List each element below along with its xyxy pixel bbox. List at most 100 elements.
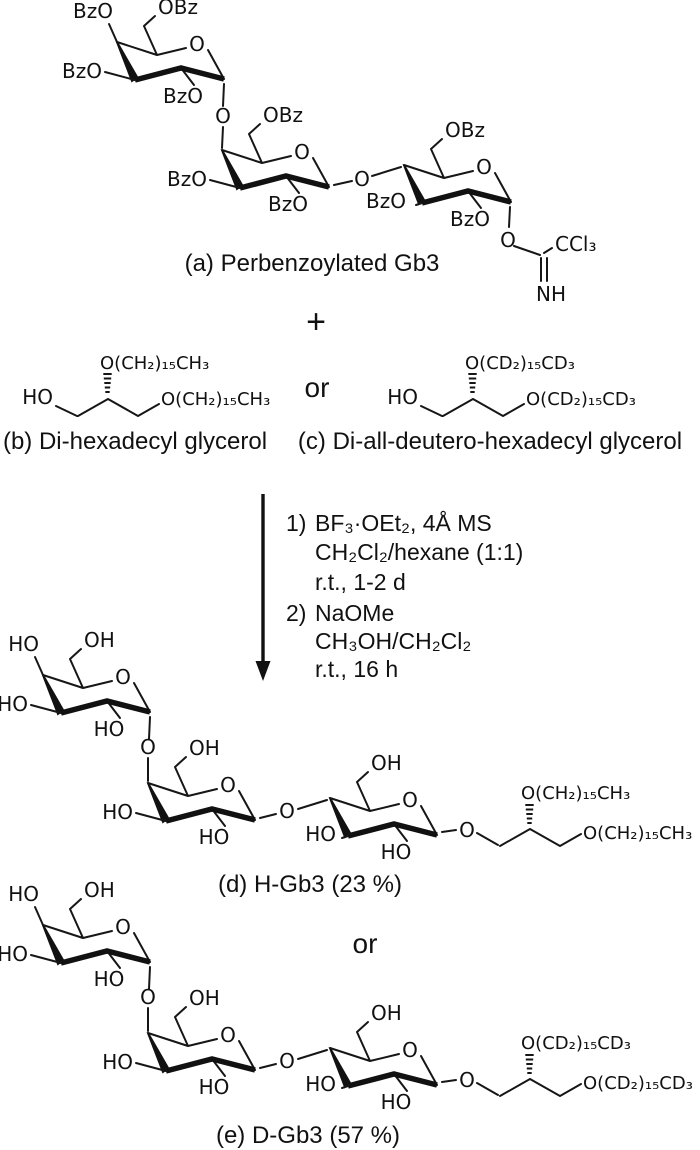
glycerol-tail: O O(CD₂)₁₅CD₃ O(CD₂)₁₅CD₃ xyxy=(441,1033,693,1097)
galactose-ring-2: OH O HO HO xyxy=(102,986,255,1099)
hydroxyl-label: HO xyxy=(8,632,39,656)
caption-a: (a) Perbenzoylated Gb3 xyxy=(185,250,440,277)
stereo-hash-wedge xyxy=(103,372,112,394)
glycosidic-oxygen-label: O xyxy=(459,818,475,842)
imine-nh-label: NH xyxy=(536,282,566,306)
glycosidic-oxygen-label: O xyxy=(279,1049,295,1073)
stereo-hash-wedge xyxy=(468,372,477,394)
step-number: 2) xyxy=(286,600,306,626)
hydroxyl-label: HO xyxy=(305,822,336,846)
stereo-hash-wedge xyxy=(525,1053,534,1075)
condition-line: r.t., 1-2 d xyxy=(315,569,406,595)
arrowhead xyxy=(255,661,271,681)
alkyl-chain-label: O(CD₂)₁₅CD₃ xyxy=(583,1073,693,1094)
glycosidic-bond xyxy=(259,1049,328,1069)
hydroxyl-label: HO xyxy=(305,1072,336,1096)
ring-oxygen-label: O xyxy=(220,773,236,797)
glycosidic-oxygen-label: O xyxy=(215,104,231,128)
or-operator-1: or xyxy=(305,372,330,403)
hydroxyl-label: HO xyxy=(8,882,39,906)
stereo-hash-wedge xyxy=(525,803,534,825)
galactose-ring-1: HO OH O HO HO xyxy=(0,878,150,991)
hydroxyl-label: OH xyxy=(189,736,220,760)
condition-line: CH₃OH/CH₂Cl₂ xyxy=(315,628,471,654)
galactose-ring-1: BzO OBz O BzO BzO xyxy=(62,0,224,108)
alkyl-chain-label: O(CD₂)₁₅CD₃ xyxy=(526,389,636,410)
glycosidic-bond xyxy=(221,83,225,149)
glucose-ring-3: OBz O BzO BzO xyxy=(366,118,511,231)
glycosidic-oxygen-label: O xyxy=(140,985,156,1009)
or-operator-2: or xyxy=(353,928,378,959)
alkyl-chain-label: O(CH₂)₁₅CH₃ xyxy=(521,783,630,804)
alkyl-chain-label: O(CD₂)₁₅CD₃ xyxy=(465,353,575,374)
structure-b: HO O(CH₂)₁₅CH₃ O(CH₂)₁₅CH₃ (b) Di-hexade… xyxy=(3,353,270,455)
hydroxyl-label: HO xyxy=(199,825,230,849)
plus-operator: + xyxy=(306,303,326,341)
condition-line: BF₃·OEt₂, 4Å MS xyxy=(315,509,492,536)
benzoyl-label: BzO xyxy=(450,207,490,231)
hydroxyl-label: OH xyxy=(84,628,115,652)
benzoyl-label: BzO xyxy=(62,59,102,83)
hydroxyl-label: HO xyxy=(22,385,53,409)
galactose-ring-1: HO OH O HO HO xyxy=(0,628,150,741)
benzoyl-label: OBz xyxy=(445,118,485,142)
benzoyl-label: BzO xyxy=(167,167,207,191)
glycerol-tail: O O(CH₂)₁₅CH₃ O(CH₂)₁₅CH₃ xyxy=(441,783,692,847)
ring-oxygen-label: O xyxy=(294,140,310,164)
hydroxyl-label: HO xyxy=(102,800,133,824)
ring-oxygen-label: O xyxy=(115,915,131,939)
imidate-oxygen-label: O xyxy=(500,228,516,252)
benzoyl-label: OBz xyxy=(263,103,303,127)
structure-e: HO OH O HO HO O OH O HO HO O OH O HO HO xyxy=(0,878,693,1149)
glycosidic-oxygen-label: O xyxy=(354,167,370,191)
benzoyl-label: OBz xyxy=(158,0,198,19)
trichloromethyl-label: CCl₃ xyxy=(555,232,597,256)
glycosidic-oxygen-label: O xyxy=(279,799,295,823)
glycosidic-bond xyxy=(259,799,328,819)
hydroxyl-label: HO xyxy=(0,942,28,966)
alkyl-chain-label: O(CH₂)₁₅CH₃ xyxy=(583,823,692,844)
hydroxyl-label: HO xyxy=(102,1050,133,1074)
structure-c: HO O(CD₂)₁₅CD₃ O(CD₂)₁₅CD₃ (c) Di-all-de… xyxy=(298,353,682,455)
hydroxyl-label: HO xyxy=(94,967,125,991)
structure-d: HO OH O HO HO O OH O HO HO O OH O HO HO xyxy=(0,628,692,898)
condition-line: CH₂Cl₂/hexane (1:1) xyxy=(315,539,523,565)
caption-e: (e) D-Gb3 (57 %) xyxy=(216,1122,400,1149)
ring-oxygen-label: O xyxy=(115,665,131,689)
hydroxyl-label: OH xyxy=(371,1001,402,1025)
ring-oxygen-label: O xyxy=(402,1038,418,1062)
hydroxyl-label: OH xyxy=(371,751,402,775)
caption-d: (d) H-Gb3 (23 %) xyxy=(218,871,402,898)
benzoyl-label: BzO xyxy=(268,192,308,216)
ring-oxygen-label: O xyxy=(476,155,492,179)
galactose-ring-2: OBz O BzO BzO xyxy=(167,103,329,216)
alkyl-chain-label: O(CH₂)₁₅CH₃ xyxy=(161,389,270,410)
benzoyl-label: BzO xyxy=(163,84,203,108)
hydroxyl-label: OH xyxy=(84,878,115,902)
caption-b: (b) Di-hexadecyl glycerol xyxy=(3,428,267,455)
glucose-ring-3: OH O HO HO xyxy=(305,1001,437,1114)
condition-line: NaOMe xyxy=(315,600,394,626)
hydroxyl-label: HO xyxy=(94,717,125,741)
hydroxyl-label: HO xyxy=(199,1075,230,1099)
benzoyl-label: BzO xyxy=(366,189,406,213)
conditions-text: 1) BF₃·OEt₂, 4Å MS CH₂Cl₂/hexane (1:1) r… xyxy=(286,509,523,682)
glycosidic-bond xyxy=(333,166,402,186)
hydroxyl-label: OH xyxy=(189,986,220,1010)
hydroxyl-label: HO xyxy=(387,385,418,409)
trichloroacetimidate-group: O CCl₃ NH xyxy=(500,206,597,306)
step-number: 1) xyxy=(286,510,306,536)
ring-oxygen-label: O xyxy=(220,1023,236,1047)
ring-oxygen-label: O xyxy=(189,32,205,56)
structure-a: BzO OBz O BzO BzO O OBz O BzO BzO O OBz … xyxy=(62,0,596,306)
hydroxyl-label: HO xyxy=(0,692,28,716)
benzoyl-label: BzO xyxy=(73,0,113,23)
caption-c: (c) Di-all-deutero-hexadecyl glycerol xyxy=(298,428,682,455)
ring-oxygen-label: O xyxy=(402,788,418,812)
glycosidic-oxygen-label: O xyxy=(140,735,156,759)
galactose-ring-2: OH O HO HO xyxy=(102,736,255,849)
hydroxyl-label: HO xyxy=(381,1090,412,1114)
hydroxyl-label: HO xyxy=(381,840,412,864)
